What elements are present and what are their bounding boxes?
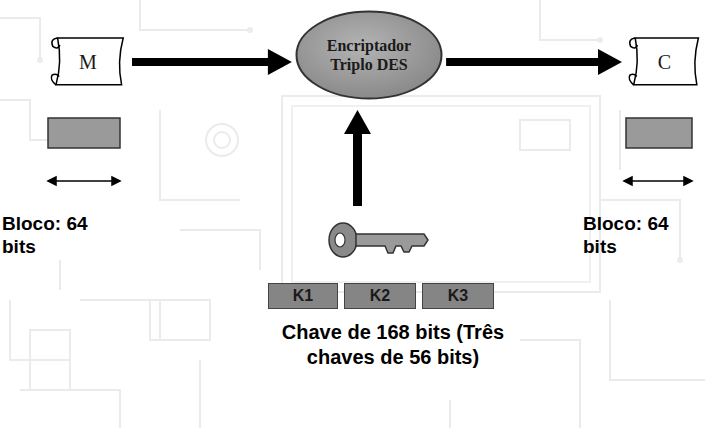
scroll-body: [634, 38, 699, 85]
node-text-group: C: [658, 51, 671, 74]
circuit-pad: [214, 132, 230, 148]
key-hole: [335, 233, 345, 247]
scroll-curl: [51, 74, 59, 85]
arrow-head: [344, 110, 371, 134]
key-blade: [356, 234, 428, 253]
process-ellipse: Encriptador Triplo DES: [295, 10, 443, 100]
circuit-component: [150, 300, 210, 340]
arrow-head: [684, 177, 692, 185]
block-rect: [48, 118, 120, 148]
node-text-group: K2: [370, 287, 390, 305]
message-scroll: C: [626, 32, 703, 92]
arrow-head: [624, 177, 632, 185]
message-scroll: M: [48, 32, 128, 92]
chip-outline: [282, 96, 600, 292]
arrow-shaft: [353, 130, 362, 206]
key-arrow: [344, 110, 371, 206]
node-text: K3: [448, 287, 468, 305]
width-arrow: [54, 180, 114, 182]
key-box: K2: [344, 283, 416, 309]
key-box: K3: [422, 283, 494, 309]
block-size-label: Bloco: 64 bits: [2, 212, 114, 258]
node-text: K2: [370, 287, 390, 305]
node-text-group: K1: [293, 287, 313, 305]
ellipse-shape: [297, 12, 442, 99]
width-arrow: [630, 180, 686, 182]
chip-inner: [292, 106, 590, 282]
node-text: K1: [293, 287, 313, 305]
flow-arrow: [132, 49, 292, 75]
flow-arrow: [446, 49, 622, 75]
node-text-group: K3: [448, 287, 468, 305]
scroll-curl: [629, 74, 637, 85]
circuit-pad: [206, 124, 238, 156]
key-icon: [329, 223, 428, 257]
arrow-shaft: [446, 58, 602, 66]
scroll-body: [56, 38, 123, 85]
circuit-component: [30, 330, 70, 390]
circuit-dot: [247, 27, 253, 33]
node-text-group: M: [79, 51, 97, 74]
scroll-curl: [630, 38, 638, 48]
circuit-dot: [677, 257, 683, 263]
node-text: Encriptador Triplo DES: [317, 36, 421, 74]
arrow-head: [48, 177, 56, 185]
key-caption: Chave de 168 bits (Três chaves de 56 bit…: [272, 320, 514, 370]
circuit-component: [520, 120, 570, 150]
arrow-head: [268, 49, 292, 75]
arrow-head: [598, 49, 622, 75]
node-text: C: [658, 51, 671, 74]
scroll-curl: [52, 38, 60, 48]
block-rect: [626, 118, 692, 148]
block-size-label: Bloco: 64 bits: [583, 212, 701, 258]
ellipse-outline: [295, 10, 443, 100]
circuit-dot: [37, 57, 43, 63]
arrow-shaft: [132, 58, 272, 66]
key-ring: [329, 223, 357, 257]
circuit-dot: [597, 37, 603, 43]
node-text: M: [79, 51, 97, 74]
key-box: K1: [268, 283, 338, 309]
arrow-head: [112, 177, 120, 185]
node-text-group: Encriptador Triplo DES: [317, 36, 421, 74]
